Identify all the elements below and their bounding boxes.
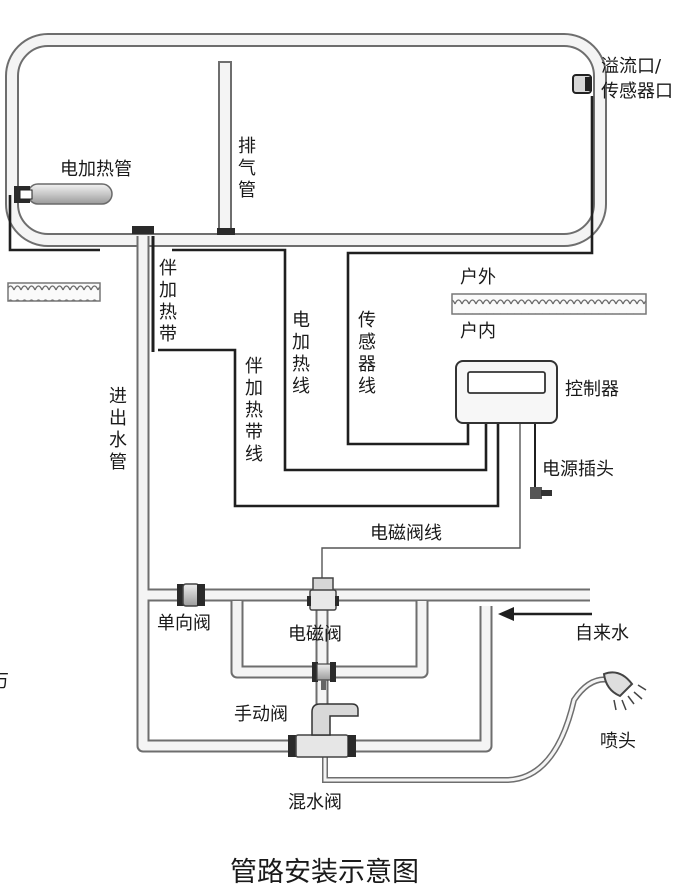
mixing-valve-label: 混水阀 [288, 792, 342, 813]
shower-head-label: 喷头 [600, 731, 636, 752]
inlet-connector [132, 226, 154, 234]
controller [455, 360, 558, 424]
solenoid-valve-wire-label: 电磁阀线 [370, 523, 442, 544]
shower-hose [322, 676, 611, 783]
water-tank [5, 33, 607, 247]
sensor-wire-label: 传感器线 [358, 310, 376, 397]
heat-tape-wire-label: 伴加热带线 [245, 356, 263, 465]
outdoor-wall-strip [451, 293, 647, 315]
manual-valve [312, 662, 336, 690]
outdoor-label: 户外 [460, 267, 496, 288]
solenoid-valve-label: 电磁阀 [288, 624, 342, 645]
inlet-outlet-pipe-label: 进出水管 [109, 386, 127, 473]
mixing-valve [288, 703, 359, 758]
electric-heating-wire-label: 电加热线 [292, 310, 310, 397]
solenoid-valve [307, 577, 339, 611]
power-plug [530, 487, 552, 499]
exhaust-pipe-label: 排气管 [238, 136, 256, 201]
tap-water-arrow [498, 607, 592, 621]
overflow-port [572, 74, 592, 94]
manual-valve-label: 手动阀 [234, 704, 288, 725]
check-valve [177, 583, 205, 607]
tap-water-label: 自来水 [575, 623, 629, 644]
sensor-port-label: 传感器口 [601, 81, 673, 102]
left-wall-strip [7, 282, 101, 302]
exhaust-pipe [217, 61, 235, 235]
edge-glyph: 万 [0, 671, 9, 693]
check-valve-label: 单向阀 [157, 613, 211, 634]
wires [8, 96, 594, 578]
indoor-label: 户内 [460, 321, 496, 342]
shower-head [602, 671, 647, 711]
diagram-title: 管路安装示意图 [230, 857, 419, 888]
heat-tape-label: 伴加热带 [159, 258, 177, 345]
heating-tube-label: 电加热管 [60, 159, 132, 180]
controller-label: 控制器 [565, 379, 619, 400]
electric-heating-tube [14, 183, 113, 205]
overflow-port-label: 溢流口/ [601, 56, 662, 77]
power-plug-label: 电源插头 [542, 459, 614, 480]
